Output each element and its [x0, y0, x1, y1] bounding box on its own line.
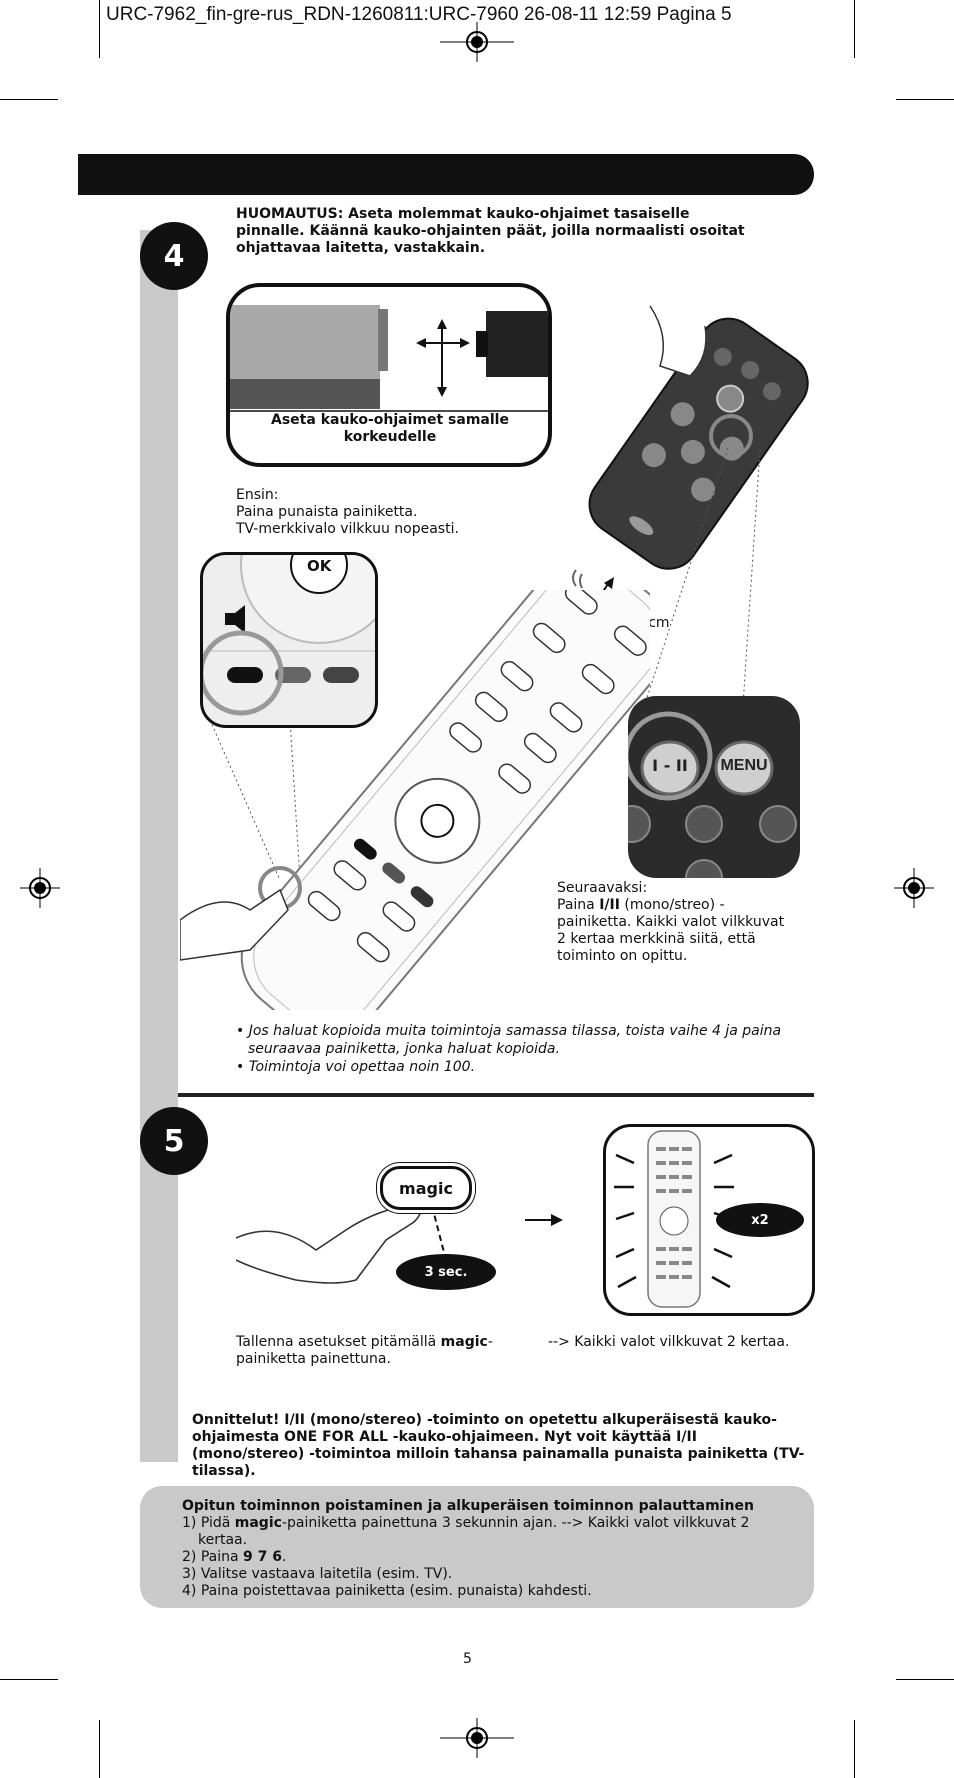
- one-for-all-remote-illustration: [180, 590, 650, 1010]
- step-sidebar: [140, 230, 178, 1462]
- crop-mark: [99, 0, 100, 58]
- tips-list: • Jos haluat kopioida muita toimintoja s…: [236, 1022, 796, 1076]
- crop-mark: [99, 1720, 100, 1778]
- ok-label: OK: [307, 557, 332, 575]
- section-divider: [178, 1093, 814, 1097]
- zoom-inset-i-ii-button: I - II MENU: [628, 696, 800, 878]
- remote-alignment-graphic: [230, 305, 548, 412]
- restore-step-4: 4) Paina poistettavaa painiketta (esim. …: [182, 1583, 592, 1599]
- first-instructions: Ensin: Paina punaista painiketta. TV-mer…: [236, 487, 516, 538]
- restore-step-1: 1) Pidä magic-painiketta painettuna 3 se…: [182, 1515, 750, 1548]
- next-title: Seuraavaksi:: [557, 880, 648, 896]
- next-instructions: Seuraavaksi: Paina I/II (mono/streo) -pa…: [557, 880, 797, 965]
- crop-mark: [0, 1679, 58, 1680]
- three-sec-badge: 3 sec.: [396, 1254, 496, 1290]
- arrow-right-icon: [525, 1214, 563, 1226]
- section-header-bar: [78, 154, 814, 195]
- congratulations-text: Onnittelut! I/II (mono/stereo) -toiminto…: [192, 1412, 805, 1479]
- original-remote-illustration: [588, 305, 809, 570]
- registration-mark: [20, 868, 60, 908]
- blinking-remote-graphic: [614, 1130, 734, 1308]
- magic-button: magic: [380, 1166, 472, 1210]
- step-4-badge: 4: [140, 222, 208, 290]
- next-body: Paina I/II (mono/streo) -painiketta. Kai…: [557, 897, 785, 964]
- tip-item: • Jos haluat kopioida muita toimintoja s…: [236, 1023, 782, 1057]
- i-ii-label: I - II: [652, 756, 688, 775]
- print-header: URC-7962_fin-gre-rus_RDN-1260811:URC-796…: [106, 4, 732, 25]
- zoom-inset-i-ii-graphic: [628, 711, 797, 878]
- signal-icon: [572, 569, 583, 589]
- crop-mark: [854, 1720, 855, 1778]
- menu-label: MENU: [720, 757, 768, 774]
- restore-step-2: 2) Paina 9 7 6.: [182, 1549, 287, 1565]
- result-text: --> Kaikki valot vilkkuvat 2 kertaa.: [548, 1334, 790, 1350]
- crop-mark: [0, 99, 58, 100]
- crop-mark: [896, 99, 954, 100]
- alignment-illustration: [226, 283, 552, 467]
- registration-mark: [440, 1718, 514, 1758]
- registration-mark: [894, 868, 934, 908]
- crop-mark: [896, 1679, 954, 1680]
- page-number: 5: [463, 1651, 472, 1667]
- step-5-badge: 5: [140, 1107, 208, 1175]
- first-title: Ensin:: [236, 487, 279, 503]
- crop-mark: [854, 0, 855, 58]
- tip-item: • Toimintoja voi opettaa noin 100.: [236, 1059, 476, 1075]
- registration-mark: [440, 22, 514, 62]
- restore-step-3: 3) Valitse vastaava laitetila (esim. TV)…: [182, 1566, 453, 1582]
- first-line-1: Paina punaista painiketta.: [236, 504, 418, 520]
- restore-title: Opitun toiminnon poistaminen ja alkuperä…: [182, 1498, 754, 1514]
- zoom-inset-red-button: OK: [200, 552, 378, 728]
- note-text: HUOMAUTUS: Aseta molemmat kauko-ohjaimet…: [236, 206, 745, 256]
- save-instruction: Tallenna asetukset pitämällä magic-paini…: [236, 1334, 493, 1367]
- restore-panel: [140, 1486, 814, 1608]
- x2-badge: x2: [716, 1203, 804, 1237]
- first-line-2: TV-merkkivalo vilkkuu nopeasti.: [236, 521, 459, 537]
- blinking-remote-box: x2: [603, 1124, 815, 1316]
- restore-instructions: Opitun toiminnon poistaminen ja alkuperä…: [182, 1498, 782, 1600]
- alignment-caption: Aseta kauko-ohjaimet samalle korkeudelle: [271, 412, 509, 445]
- zoom-inset-graphic: [203, 555, 375, 716]
